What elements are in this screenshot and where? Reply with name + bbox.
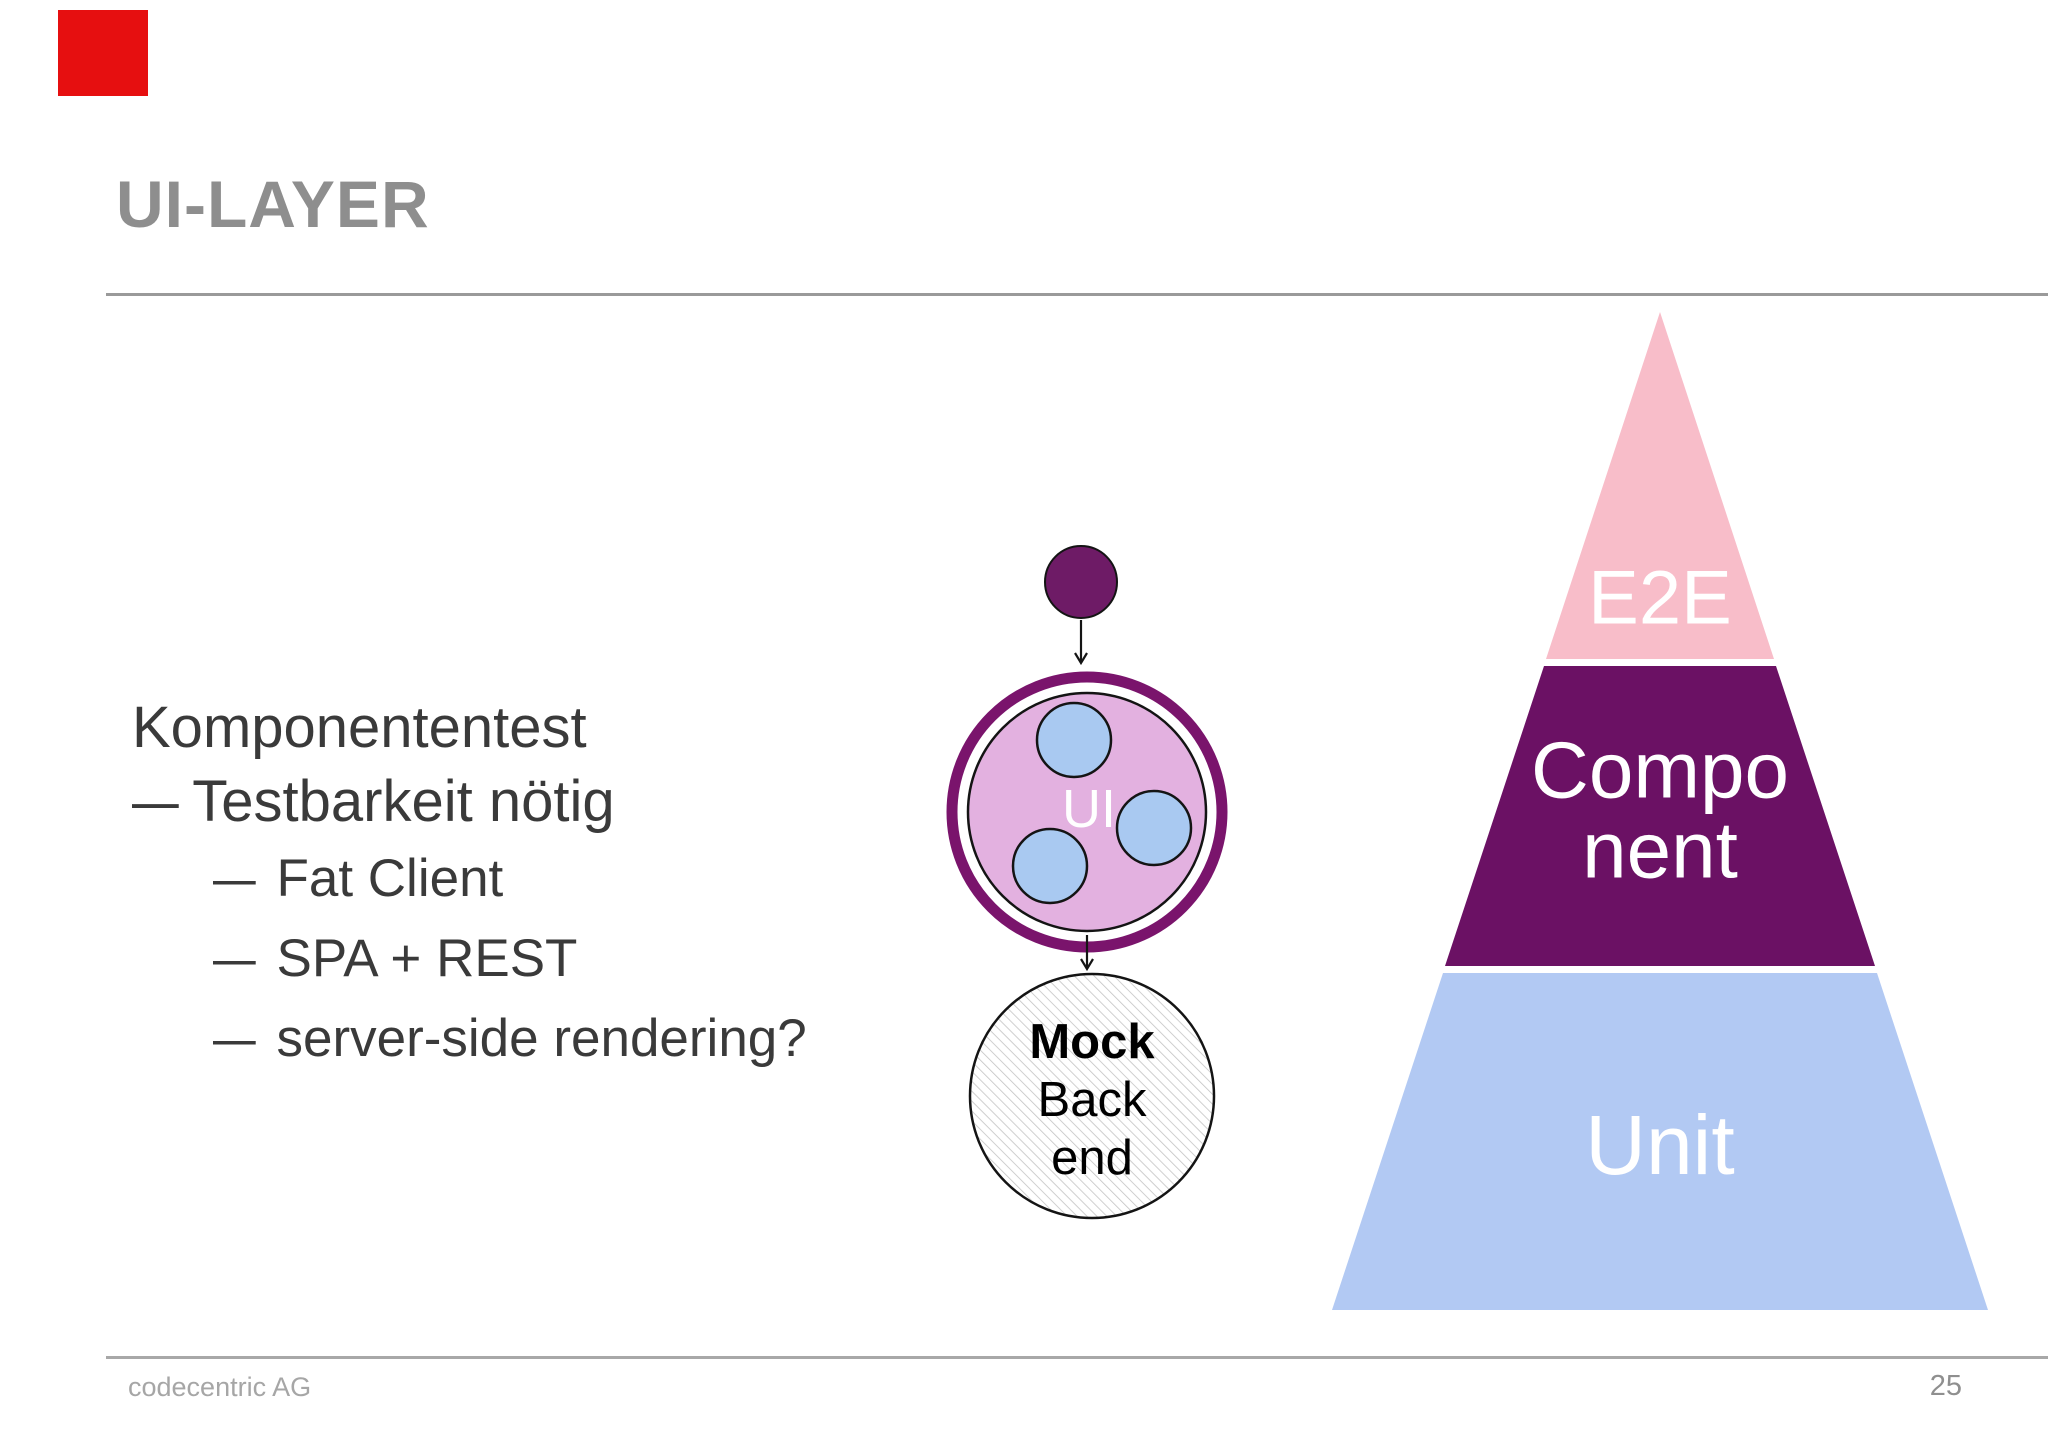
page-number: 25 [1929, 1370, 1962, 1402]
pyramid-label-component-line: Compo [1531, 726, 1789, 815]
pyramid-label-e2e: E2E [1588, 556, 1732, 641]
dash-icon: – [132, 769, 179, 834]
pyramid-label-component-line: nent [1582, 806, 1738, 895]
list-item: – Testbarkeit nötig [132, 768, 807, 848]
start-node-circle [1044, 545, 1118, 619]
dash-icon: – [213, 1009, 256, 1068]
dash-icon: – [213, 929, 256, 988]
brand-accent-rect [58, 10, 148, 96]
page-title: UI-LAYER [116, 167, 430, 241]
mock-backend-label-line: Back [1038, 1073, 1147, 1127]
pyramid-segment-e2e [1546, 312, 1774, 659]
dash-icon: – [213, 849, 256, 908]
mock-backend-circle [968, 972, 1216, 1220]
footer-company-label: codecentric AG [128, 1372, 312, 1402]
list-item: – SPA + REST [213, 928, 807, 1008]
list-item-label: Testbarkeit nötig [192, 769, 615, 834]
bullet-list: Komponententest – Testbarkeit nötig – Fa… [132, 688, 807, 1088]
component-test-diagram: UI Mock Back end [946, 545, 1228, 1220]
pyramid-segment-component [1445, 666, 1875, 966]
dependency-circle [1035, 701, 1113, 779]
list-item-label: SPA + REST [276, 929, 578, 988]
list-item: – Fat Client [213, 848, 807, 928]
list-item-label: server-side rendering? [276, 1009, 807, 1068]
pyramid-label-unit: Unit [1585, 1098, 1734, 1192]
mock-backend-label-line: end [1051, 1131, 1133, 1185]
list-item-label: Fat Client [276, 849, 504, 908]
mock-backend-label-line: Mock [1029, 1015, 1155, 1069]
list-heading: Komponententest [132, 688, 807, 768]
title-divider [106, 293, 2048, 296]
test-pyramid: E2E Compo nent Unit [1332, 312, 1988, 1310]
pyramid-segment-unit [1332, 973, 1988, 1310]
dependency-circle [1115, 789, 1193, 867]
list-item: – server-side rendering? [213, 1008, 807, 1088]
list-heading-label: Komponententest [132, 695, 587, 760]
ui-label: UI [1062, 779, 1116, 839]
footer-divider [106, 1356, 2048, 1359]
dependency-circle [1011, 827, 1089, 905]
